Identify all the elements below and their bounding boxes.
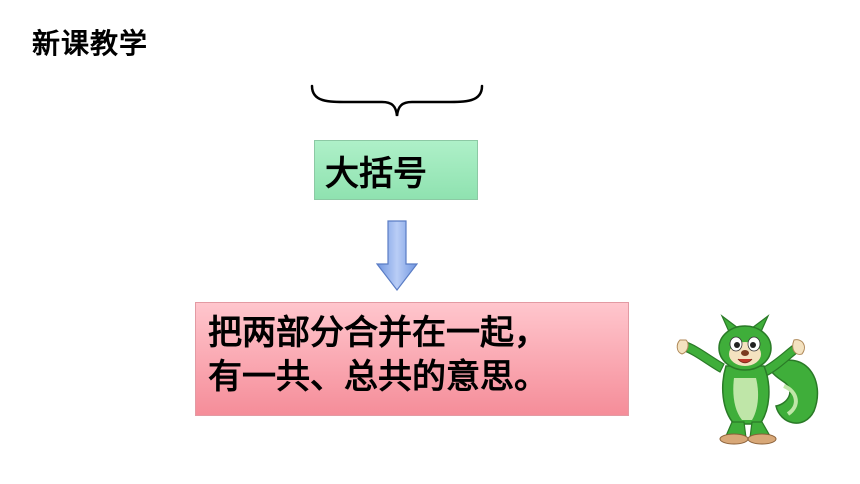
meaning-line-2: 有一共、总共的意思。 bbox=[208, 357, 548, 397]
squirrel-mascot-icon bbox=[676, 314, 819, 445]
meaning-box: 把两部分合并在一起， 有一共、总共的意思。 bbox=[195, 302, 629, 416]
term-box: 大括号 bbox=[314, 140, 478, 200]
section-title: 新课教学 bbox=[32, 27, 149, 60]
down-arrow-icon bbox=[376, 220, 418, 291]
meaning-line-1: 把两部分合并在一起， bbox=[208, 313, 548, 353]
brace-icon bbox=[310, 84, 484, 117]
term-label: 大括号 bbox=[325, 153, 427, 194]
